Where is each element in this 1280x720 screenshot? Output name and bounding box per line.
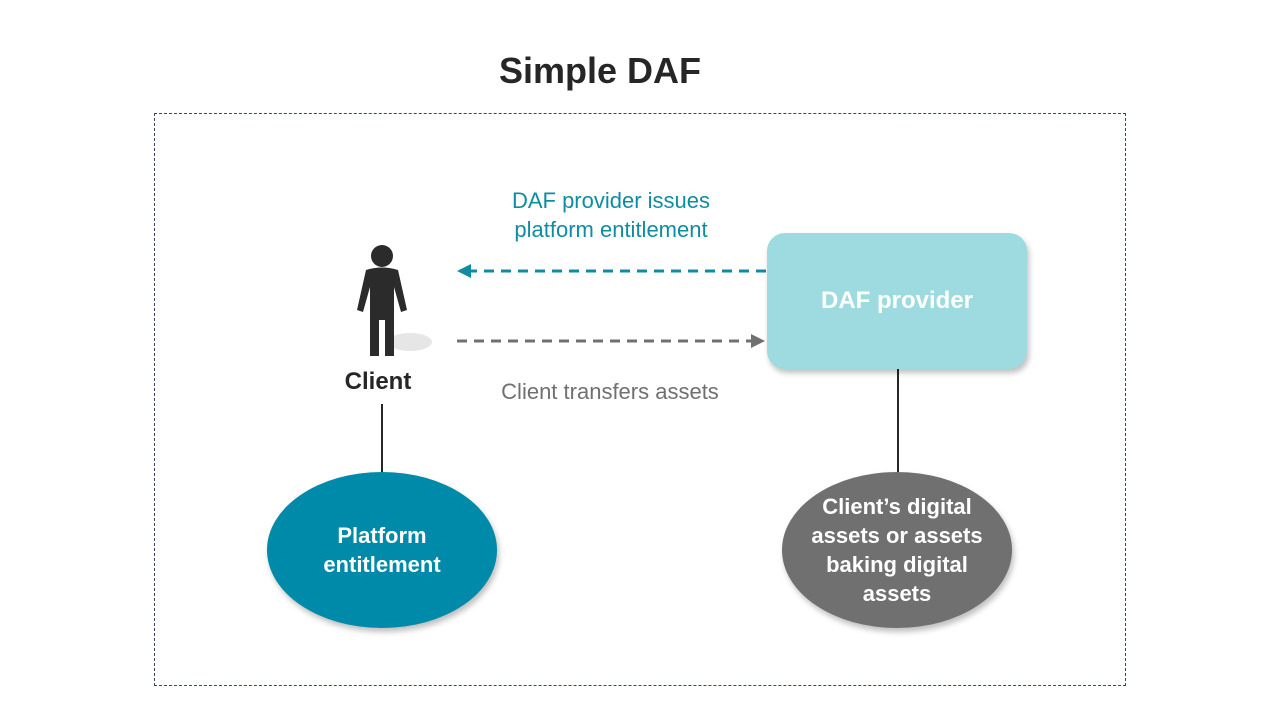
platform-entitlement-node: Platform entitlement: [267, 472, 497, 628]
entitlement-line: Platform: [337, 523, 427, 548]
assets-line: assets: [862, 581, 932, 606]
entitlement-line: entitlement: [323, 552, 441, 577]
assets-line: assets or assets: [811, 523, 983, 548]
daf-provider-label: DAF provider: [820, 287, 973, 314]
diagram-frame: [154, 113, 1126, 686]
issues-arrow-label: DAF provider issues platform entitlement: [470, 186, 752, 244]
person-icon: [357, 245, 432, 356]
assets-line: Client’s digital: [822, 494, 972, 519]
page-title: Simple DAF: [498, 50, 702, 91]
daf-provider-box: DAF provider: [767, 233, 1027, 369]
issues-arrow: [457, 264, 766, 278]
issues-label-line: platform entitlement: [514, 217, 708, 242]
client-label: Client: [344, 368, 412, 395]
issues-label-line: DAF provider issues: [511, 188, 711, 213]
client-assets-node: Client’s digital assets or assets baking…: [782, 472, 1012, 628]
transfers-arrow-label: Client transfers assets: [501, 379, 719, 404]
transfers-arrow: [457, 334, 765, 348]
assets-line: baking digital: [826, 552, 968, 577]
